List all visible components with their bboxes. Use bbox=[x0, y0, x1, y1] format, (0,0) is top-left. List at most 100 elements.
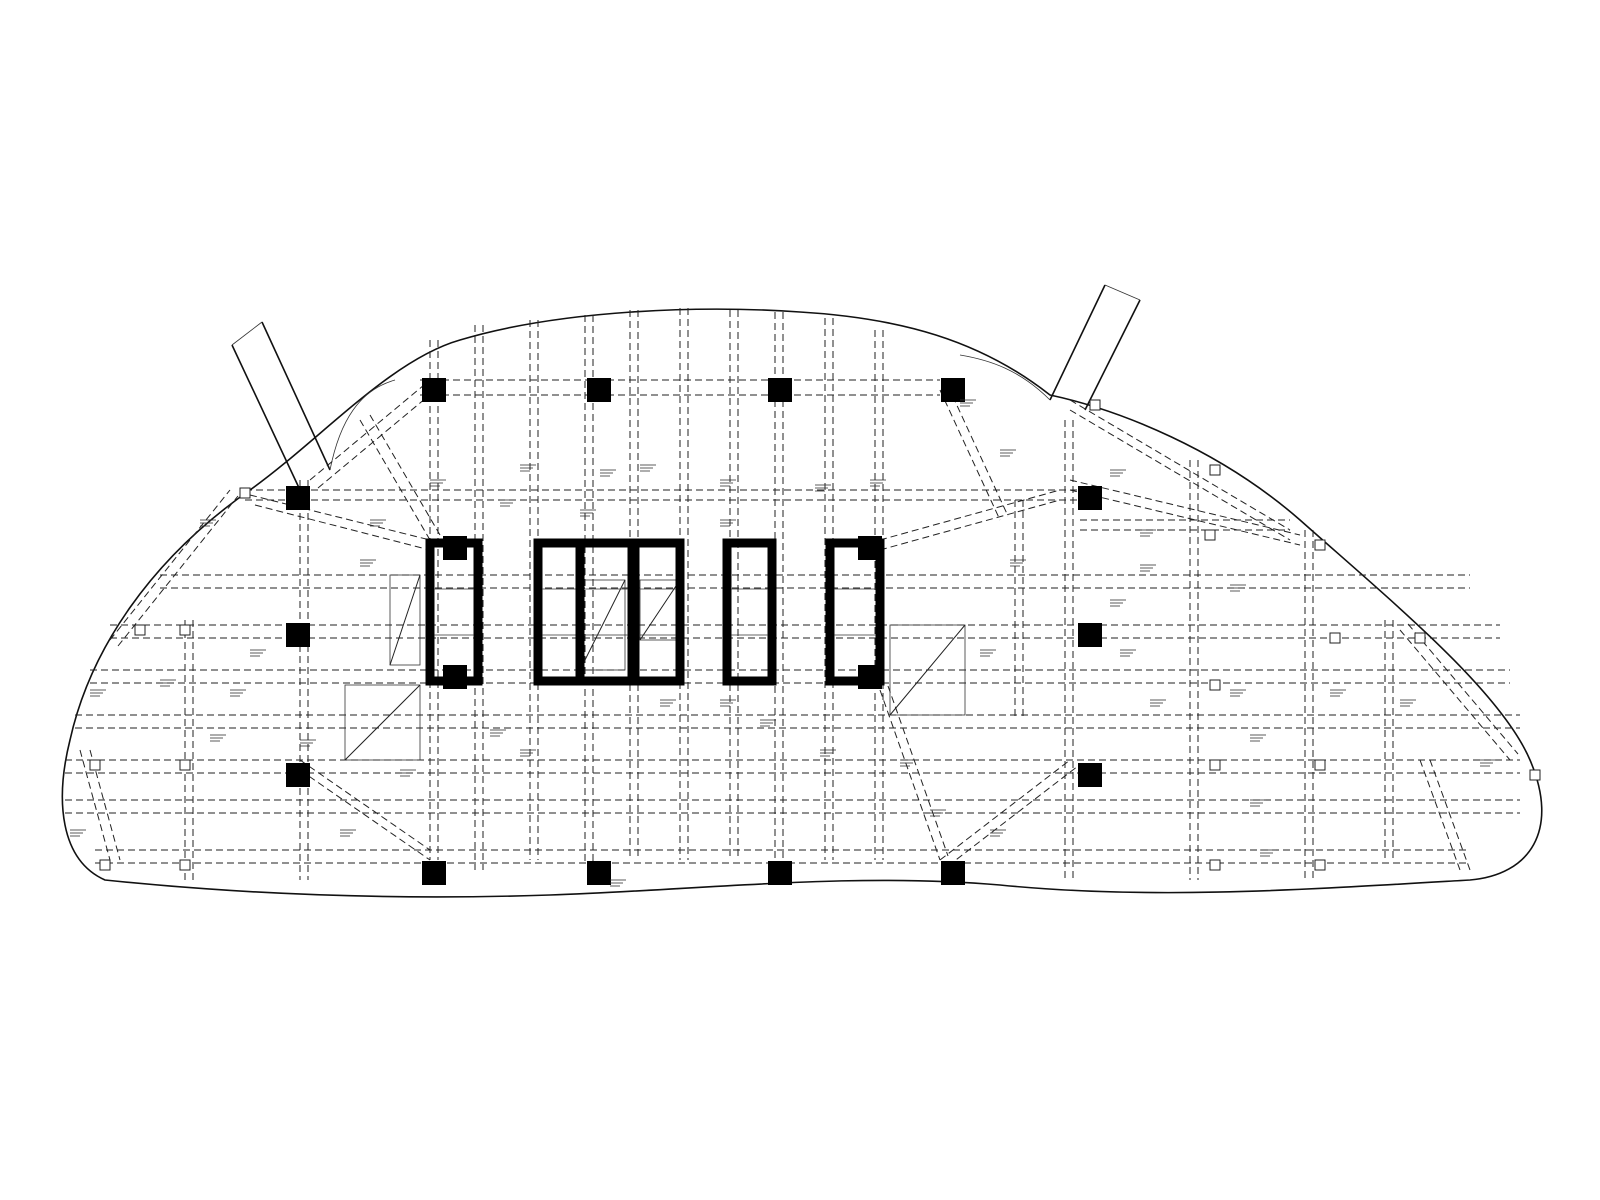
core-walls bbox=[425, 538, 885, 686]
annotation-mark bbox=[870, 479, 886, 487]
annotation-mark bbox=[520, 464, 536, 472]
beam-grid bbox=[65, 308, 1520, 880]
annotation-mark bbox=[1260, 849, 1276, 857]
annotation-mark bbox=[1330, 689, 1346, 697]
beam-line bbox=[1069, 409, 1291, 541]
small-column-13 bbox=[1529, 769, 1541, 781]
column-3 bbox=[768, 378, 792, 402]
annotation-mark bbox=[430, 479, 446, 487]
small-column-11 bbox=[1329, 632, 1341, 644]
annotation-mark bbox=[660, 699, 676, 707]
beam-line bbox=[254, 504, 431, 551]
small-column-10 bbox=[1314, 539, 1326, 551]
beam-line bbox=[117, 495, 239, 647]
column-5 bbox=[286, 486, 310, 510]
column-2 bbox=[587, 378, 611, 402]
beam-line bbox=[79, 749, 111, 861]
column-11 bbox=[422, 861, 446, 885]
annotation-mark bbox=[160, 679, 176, 687]
annotation-mark bbox=[640, 464, 656, 472]
annotation-mark bbox=[200, 519, 216, 527]
small-column-3 bbox=[99, 859, 111, 871]
beam-line bbox=[109, 489, 231, 641]
annotation-mark bbox=[90, 689, 106, 697]
annotation-mark bbox=[1250, 734, 1266, 742]
stair-diagonal bbox=[344, 684, 421, 761]
beam-line bbox=[1069, 479, 1301, 536]
small-column-16 bbox=[1209, 759, 1221, 771]
small-column-4 bbox=[179, 859, 191, 871]
left-ramp bbox=[231, 321, 396, 491]
beam-line bbox=[879, 499, 1061, 551]
annotation-mark bbox=[1140, 564, 1156, 572]
annotation-mark bbox=[1230, 584, 1246, 592]
small-column-9 bbox=[1204, 529, 1216, 541]
beam-line bbox=[309, 379, 431, 481]
stair-diagonal bbox=[579, 579, 626, 671]
annotation-mark bbox=[340, 829, 356, 837]
column-13 bbox=[768, 861, 792, 885]
annotation-mark bbox=[400, 769, 416, 777]
small-column-1 bbox=[134, 624, 146, 636]
annotation-mark bbox=[610, 879, 626, 887]
small-column-2 bbox=[179, 624, 191, 636]
column-1 bbox=[422, 378, 446, 402]
beam-line bbox=[249, 494, 431, 541]
annotation-mark bbox=[1120, 649, 1136, 657]
annotation-mark bbox=[500, 499, 516, 507]
annotation-mark bbox=[1250, 799, 1266, 807]
small-column-14 bbox=[1209, 859, 1221, 871]
small-column-18 bbox=[1314, 759, 1326, 771]
annotation-mark bbox=[960, 399, 976, 407]
column-7 bbox=[286, 623, 310, 647]
annotation-mark bbox=[1480, 759, 1496, 767]
beam-line bbox=[369, 414, 441, 536]
annotation-mark bbox=[250, 649, 266, 657]
stair-opening bbox=[889, 624, 966, 716]
beam-line bbox=[879, 689, 941, 861]
annotation-mark bbox=[760, 719, 776, 727]
stair-opening bbox=[344, 684, 421, 761]
annotation-mark bbox=[990, 829, 1006, 837]
beam-line bbox=[1069, 489, 1301, 546]
column-17 bbox=[858, 536, 882, 560]
beam-line bbox=[359, 419, 431, 541]
annotation-mark bbox=[210, 734, 226, 742]
beam-line bbox=[299, 759, 431, 851]
column-16 bbox=[443, 665, 467, 689]
beam-line bbox=[1069, 399, 1291, 531]
column-10 bbox=[1078, 763, 1102, 787]
column-6 bbox=[1078, 486, 1102, 510]
beam-line bbox=[1419, 759, 1461, 871]
beam-line bbox=[939, 389, 1001, 521]
beam-line bbox=[1399, 629, 1511, 761]
annotation-mark bbox=[720, 519, 736, 527]
annotation-mark bbox=[1110, 469, 1126, 477]
annotation-mark bbox=[1150, 699, 1166, 707]
annotation-mark bbox=[720, 699, 736, 707]
column-18 bbox=[858, 665, 882, 689]
stair-diagonal bbox=[889, 624, 966, 716]
beam-line bbox=[1429, 759, 1471, 871]
annotation-mark bbox=[1140, 529, 1156, 537]
annotation-mark bbox=[930, 809, 946, 817]
stair-diagonal bbox=[389, 574, 421, 666]
annotation-mark bbox=[230, 689, 246, 697]
annotation-mark bbox=[720, 479, 736, 487]
core-wall-6 bbox=[825, 538, 885, 686]
beam-line bbox=[317, 387, 439, 489]
core-wall-5 bbox=[722, 538, 777, 686]
annotation-mark bbox=[1010, 559, 1026, 567]
stair-diagonal bbox=[639, 579, 681, 641]
beam-line bbox=[947, 385, 1009, 517]
beam-line bbox=[879, 489, 1061, 541]
annotation-mark bbox=[370, 519, 386, 527]
annotation-mark bbox=[980, 649, 996, 657]
column-8 bbox=[1078, 623, 1102, 647]
small-column-17 bbox=[1209, 679, 1221, 691]
annotation-mark bbox=[820, 749, 836, 757]
small-column-19 bbox=[239, 487, 251, 499]
column-12 bbox=[587, 861, 611, 885]
core-wall-2 bbox=[533, 538, 585, 686]
